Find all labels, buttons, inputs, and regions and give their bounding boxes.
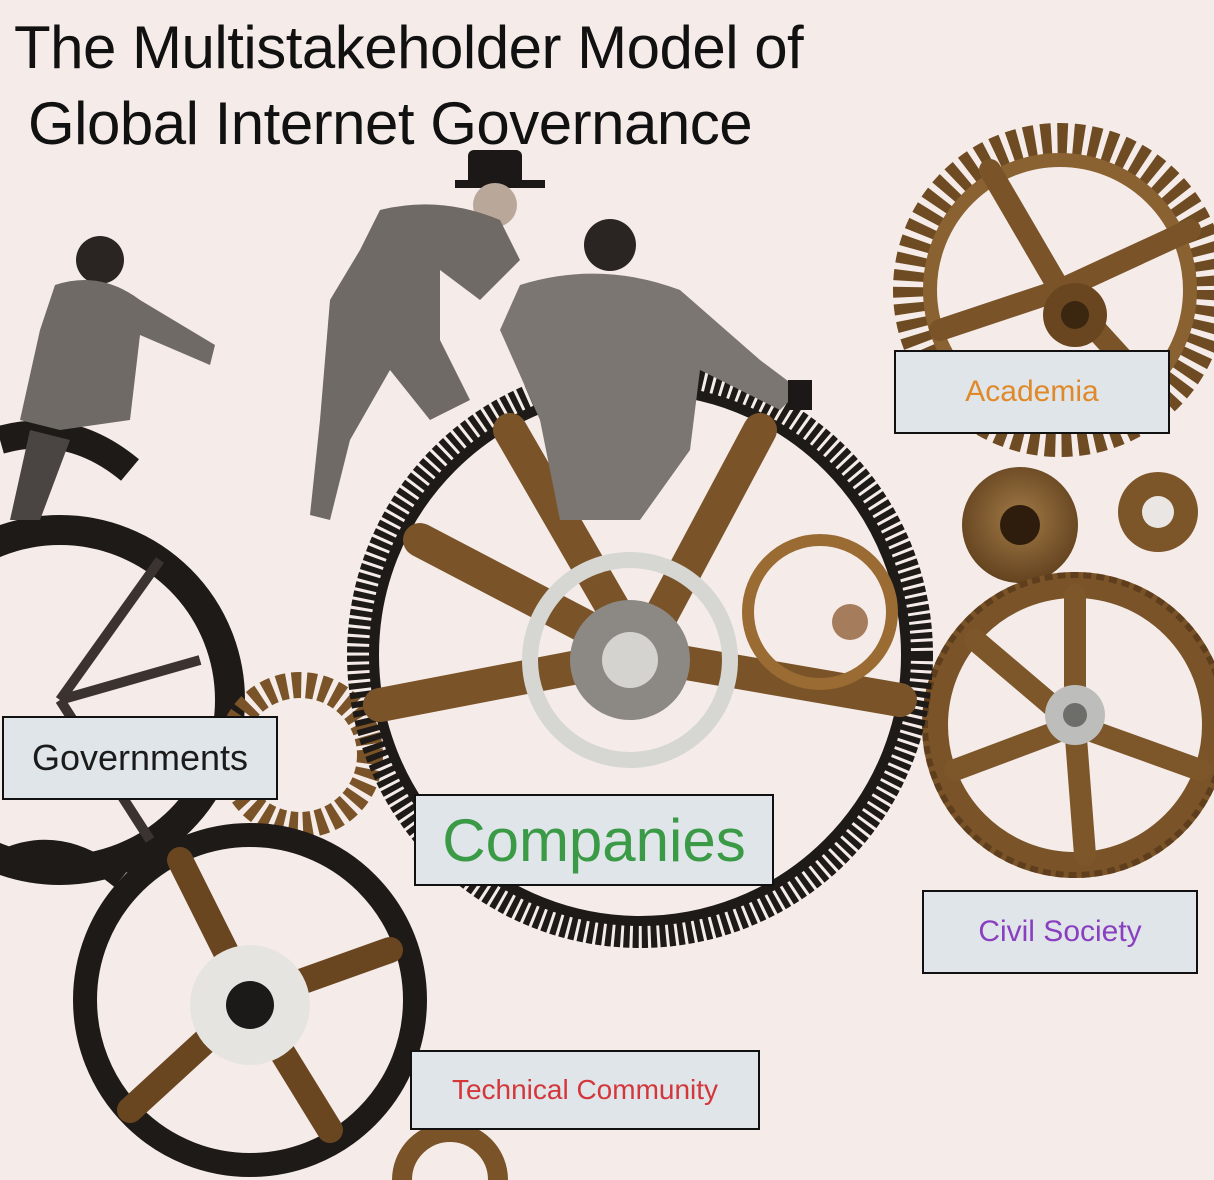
technical-community-label: Technical Community (410, 1050, 760, 1130)
civil-society-label: Civil Society (922, 890, 1198, 974)
technical-wheel-icon (0, 823, 508, 1180)
small-pulley-icon (962, 467, 1198, 583)
companies-label: Companies (414, 794, 774, 886)
civil-society-gear-icon (922, 572, 1214, 878)
person-figure-icon (10, 236, 215, 520)
technical-community-text: Technical Community (451, 1074, 719, 1105)
governments-label: Governments (2, 716, 278, 800)
governments-text: Governments (31, 737, 249, 778)
person-figure-icon (310, 150, 545, 520)
page-title: The Multistakeholder Model of Global Int… (14, 10, 804, 162)
person-figure-icon (500, 219, 812, 520)
civil-society-text: Civil Society (978, 915, 1142, 948)
academia-label: Academia (894, 350, 1170, 434)
academia-text: Academia (965, 375, 1099, 408)
companies-text: Companies (442, 806, 746, 874)
title-line-1: The Multistakeholder Model of (14, 14, 804, 81)
title-line-2: Global Internet Governance (28, 90, 753, 157)
